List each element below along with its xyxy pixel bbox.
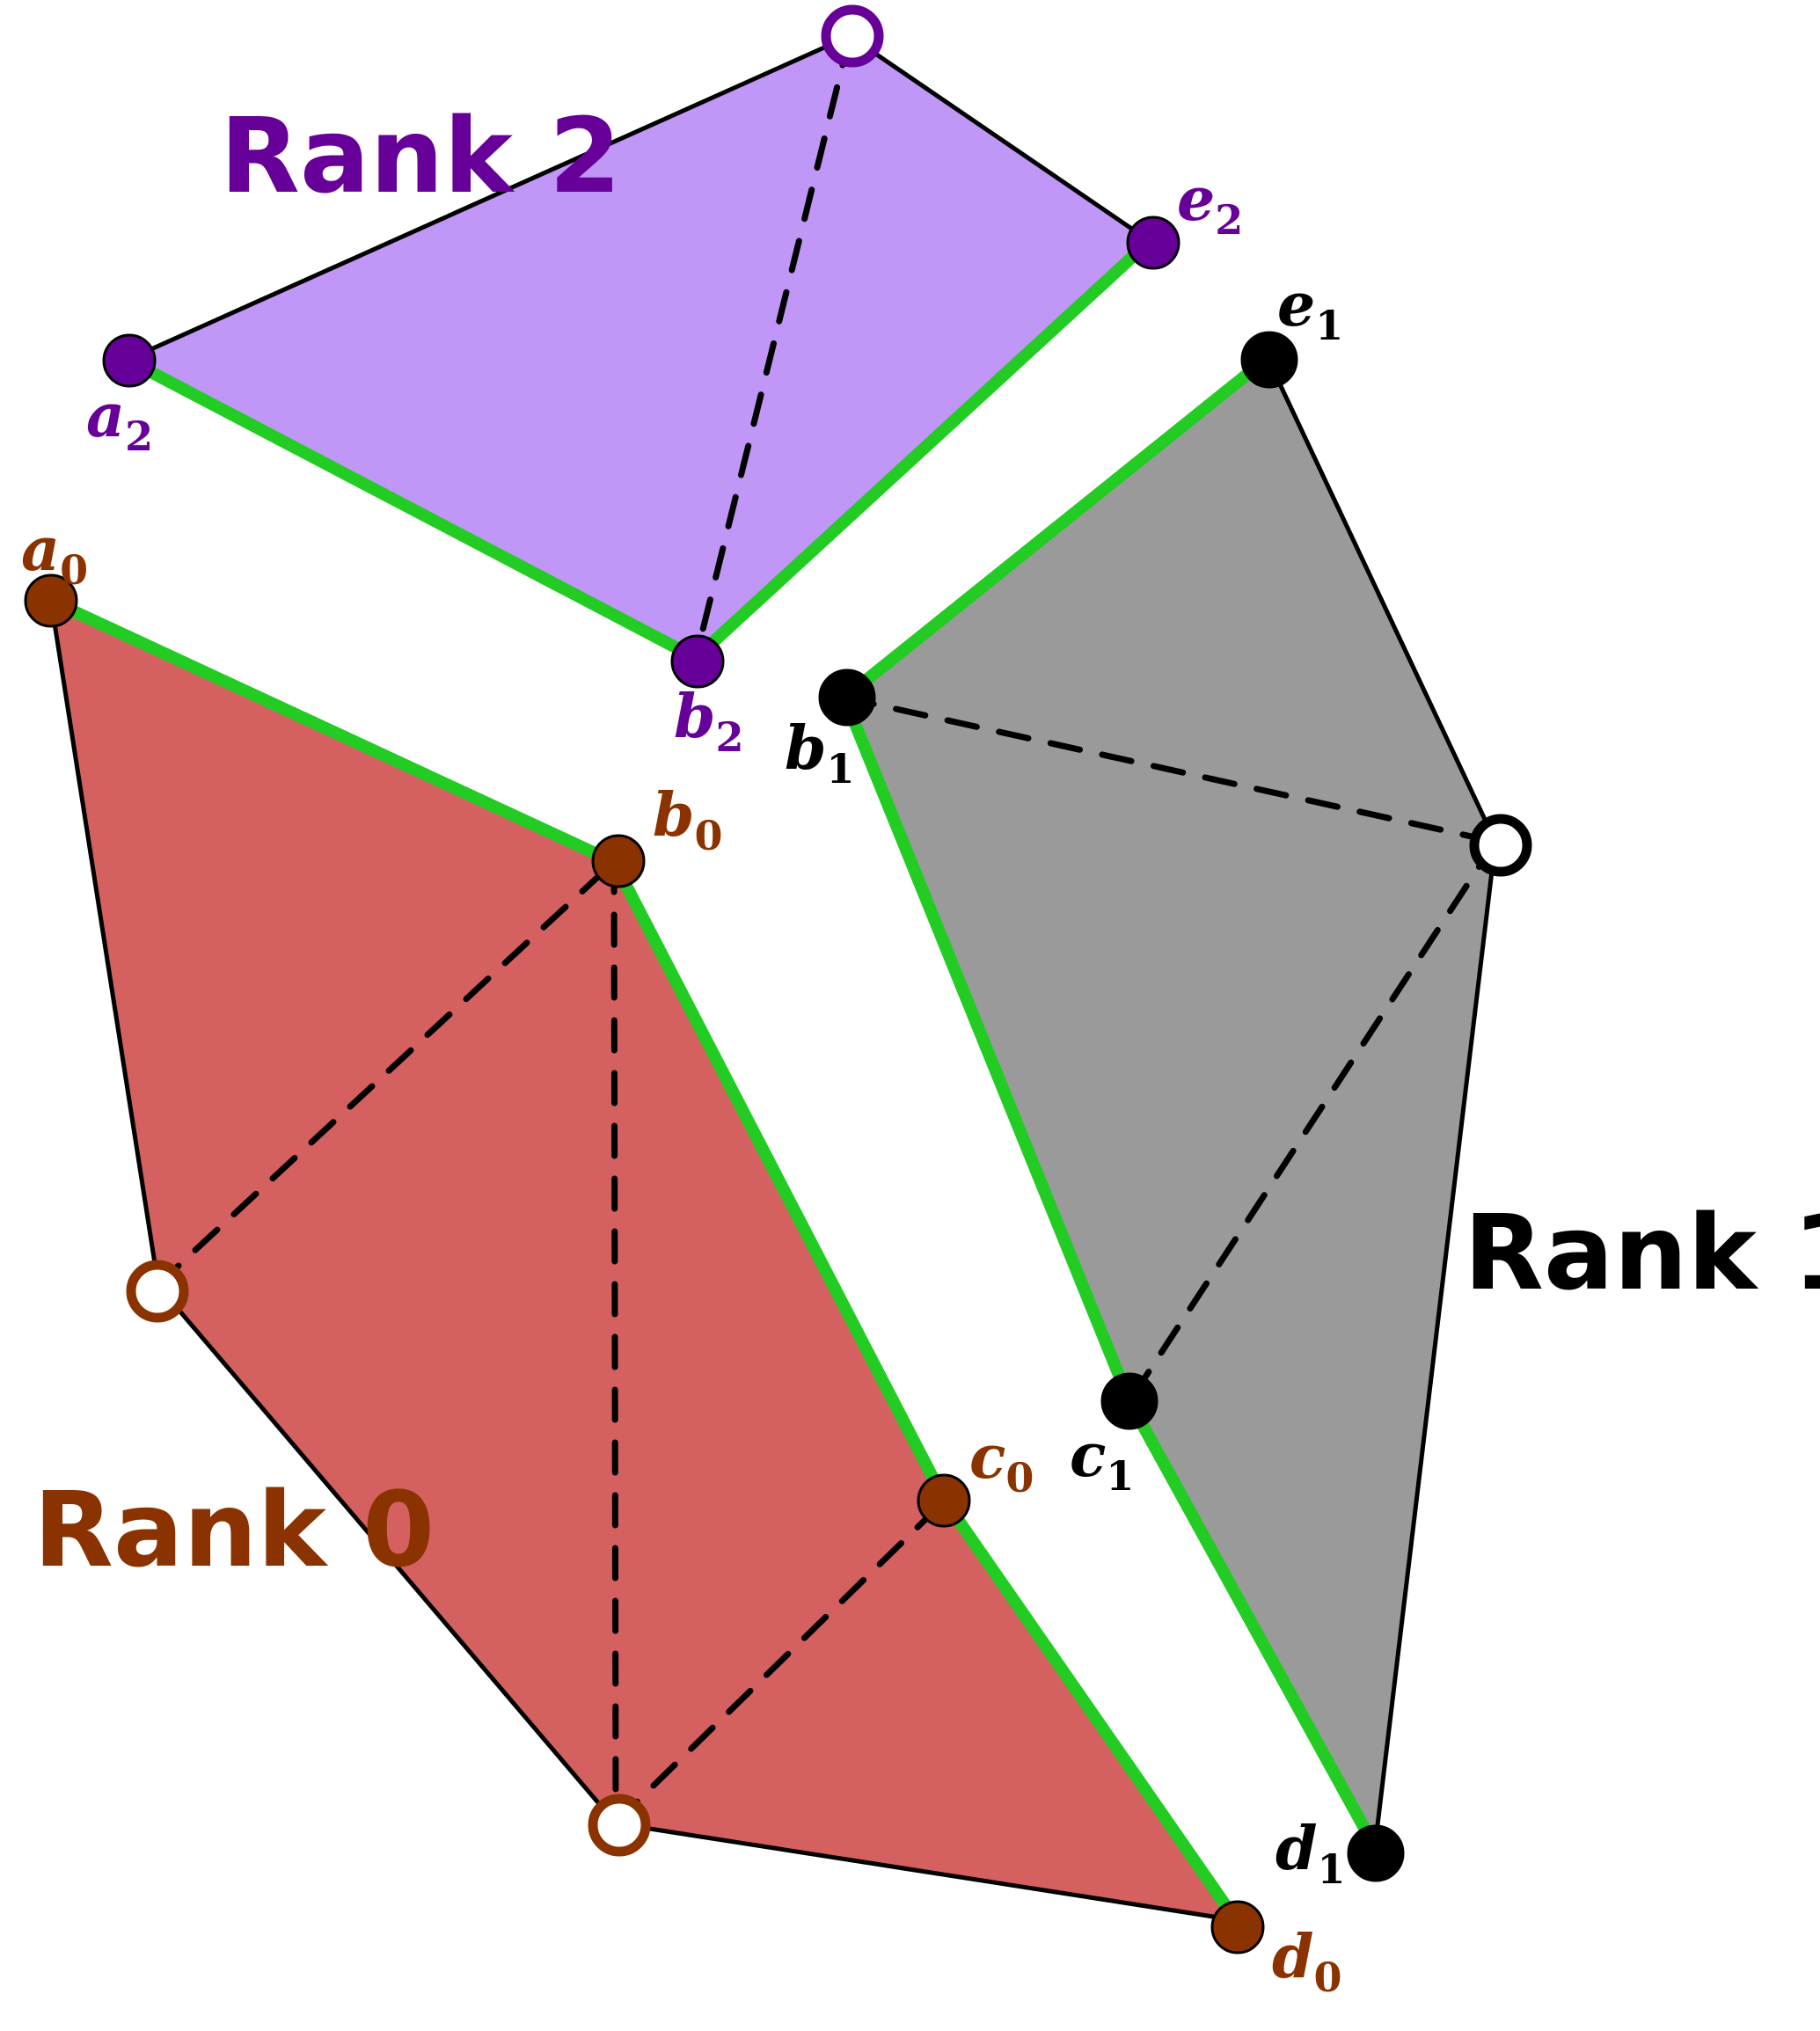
vertex-label-e2: e2 [1177, 164, 1243, 244]
vertex-label-b2: b2 [674, 682, 744, 761]
ghost-vertex-marker [126, 1260, 189, 1323]
rank-2-label: Rank 2 [220, 95, 621, 216]
vertex-e1-marker [1240, 331, 1298, 389]
ghost-vertex-marker [588, 1794, 651, 1857]
vertex-a2-marker [102, 333, 157, 388]
vertex-label-b1: b1 [785, 713, 855, 793]
rank-1-label: Rank 1 [1464, 1192, 1820, 1313]
rank-0-interior-edge [153, 858, 618, 1289]
vertex-label-a2: a2 [86, 381, 153, 460]
rank-2-interior-edge [692, 33, 853, 661]
vertex-label-a0: a0 [21, 515, 88, 594]
vertex-label-e1: e1 [1277, 270, 1343, 349]
vertex-e2-marker [1126, 216, 1180, 270]
vertex-label-d1: d1 [1275, 1814, 1346, 1893]
vertex-c1-marker [1100, 1372, 1159, 1430]
vertex-b1-marker [818, 668, 876, 727]
vertex-label-c1: c1 [1070, 1421, 1134, 1500]
vertex-label-d0: d0 [1272, 1922, 1342, 2001]
vertex-b0-marker [591, 834, 646, 888]
vertex-c0-marker [917, 1473, 971, 1528]
rank-0-interior-edge [610, 858, 619, 1826]
vertex-d1-marker [1347, 1824, 1405, 1882]
rank-1-partition [837, 352, 1499, 1853]
rank-0-interior-edge [612, 1497, 948, 1826]
rank-1-interior-edge [1126, 838, 1499, 1405]
vertex-label-c0: c0 [969, 1422, 1034, 1501]
ghost-vertex-marker [1469, 814, 1532, 877]
vertex-label-b0: b0 [653, 780, 723, 859]
vertex-a0-marker [24, 574, 78, 628]
rank-0-label: Rank 0 [33, 1469, 435, 1590]
rank-1-shared-edge [837, 352, 1381, 1853]
vertex-b2-marker [670, 634, 725, 689]
rank-0-shared-edge [45, 595, 1242, 1926]
vertex-d0-marker [1210, 1900, 1265, 1954]
rank-1-interior-edge [841, 694, 1499, 845]
ghost-vertex-marker [821, 4, 884, 68]
